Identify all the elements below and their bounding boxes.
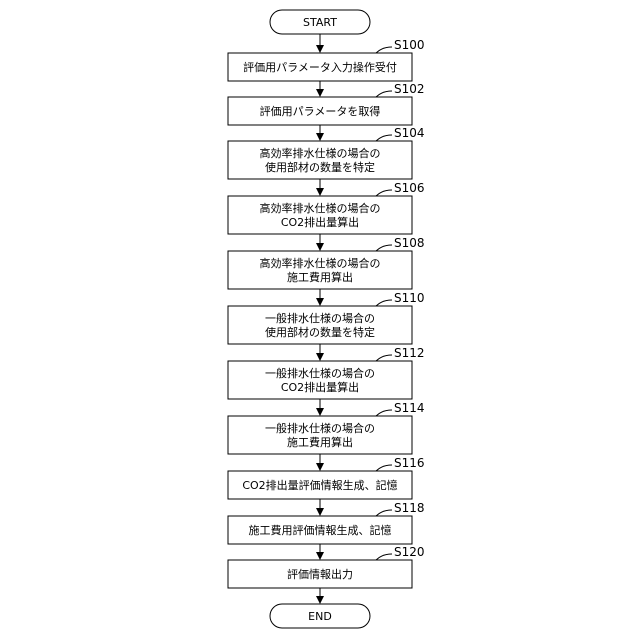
step-text-s102-line1: 評価用パラメータを取得 xyxy=(260,104,381,118)
step-text-s110-line2: 使用部材の数量を特定 xyxy=(265,325,375,339)
step-id-label-s110: S110 xyxy=(394,291,425,305)
step-id-label-s114: S114 xyxy=(394,401,425,415)
step-text-s120-line1: 評価情報出力 xyxy=(287,567,353,581)
step-id-label-s120: S120 xyxy=(394,545,425,559)
step-leader-s118 xyxy=(376,510,392,516)
step-text-s112-line1: 一般排水仕様の場合の xyxy=(265,366,375,380)
step-text-s110-line1: 一般排水仕様の場合の xyxy=(265,311,375,325)
step-leader-s106 xyxy=(376,190,392,196)
step-leader-s102 xyxy=(376,91,392,97)
step-text-s104-line2: 使用部材の数量を特定 xyxy=(265,160,375,174)
step-text-s100-line1: 評価用パラメータ入力操作受付 xyxy=(243,60,397,74)
step-id-label-s106: S106 xyxy=(394,181,425,195)
step-id-label-s108: S108 xyxy=(394,236,425,250)
step-leader-s116 xyxy=(376,465,392,471)
step-leader-s112 xyxy=(376,355,392,361)
step-id-label-s104: S104 xyxy=(394,126,425,140)
step-leader-s104 xyxy=(376,135,392,141)
step-text-s112-line2: CO2排出量算出 xyxy=(281,380,359,394)
step-leader-s120 xyxy=(376,554,392,560)
step-leader-s114 xyxy=(376,410,392,416)
step-id-label-s118: S118 xyxy=(394,501,425,515)
step-text-s116-line1: CO2排出量評価情報生成、記憶 xyxy=(242,478,397,492)
step-id-label-s102: S102 xyxy=(394,82,425,96)
step-text-s114-line2: 施工費用算出 xyxy=(287,435,353,449)
step-text-s108-line1: 高効率排水仕様の場合の xyxy=(260,256,381,270)
step-leader-s100 xyxy=(376,47,392,53)
step-id-label-s116: S116 xyxy=(394,456,425,470)
step-leader-s108 xyxy=(376,245,392,251)
step-leader-s110 xyxy=(376,300,392,306)
step-text-s108-line2: 施工費用算出 xyxy=(287,270,353,284)
step-text-s118-line1: 施工費用評価情報生成、記憶 xyxy=(249,523,392,537)
step-id-label-s112: S112 xyxy=(394,346,425,360)
step-text-s104-line1: 高効率排水仕様の場合の xyxy=(260,146,381,160)
start-label: START xyxy=(303,16,337,29)
step-id-label-s100: S100 xyxy=(394,38,425,52)
step-text-s106-line2: CO2排出量算出 xyxy=(281,215,359,229)
end-label: END xyxy=(308,610,332,623)
step-text-s106-line1: 高効率排水仕様の場合の xyxy=(260,201,381,215)
step-text-s114-line1: 一般排水仕様の場合の xyxy=(265,421,375,435)
